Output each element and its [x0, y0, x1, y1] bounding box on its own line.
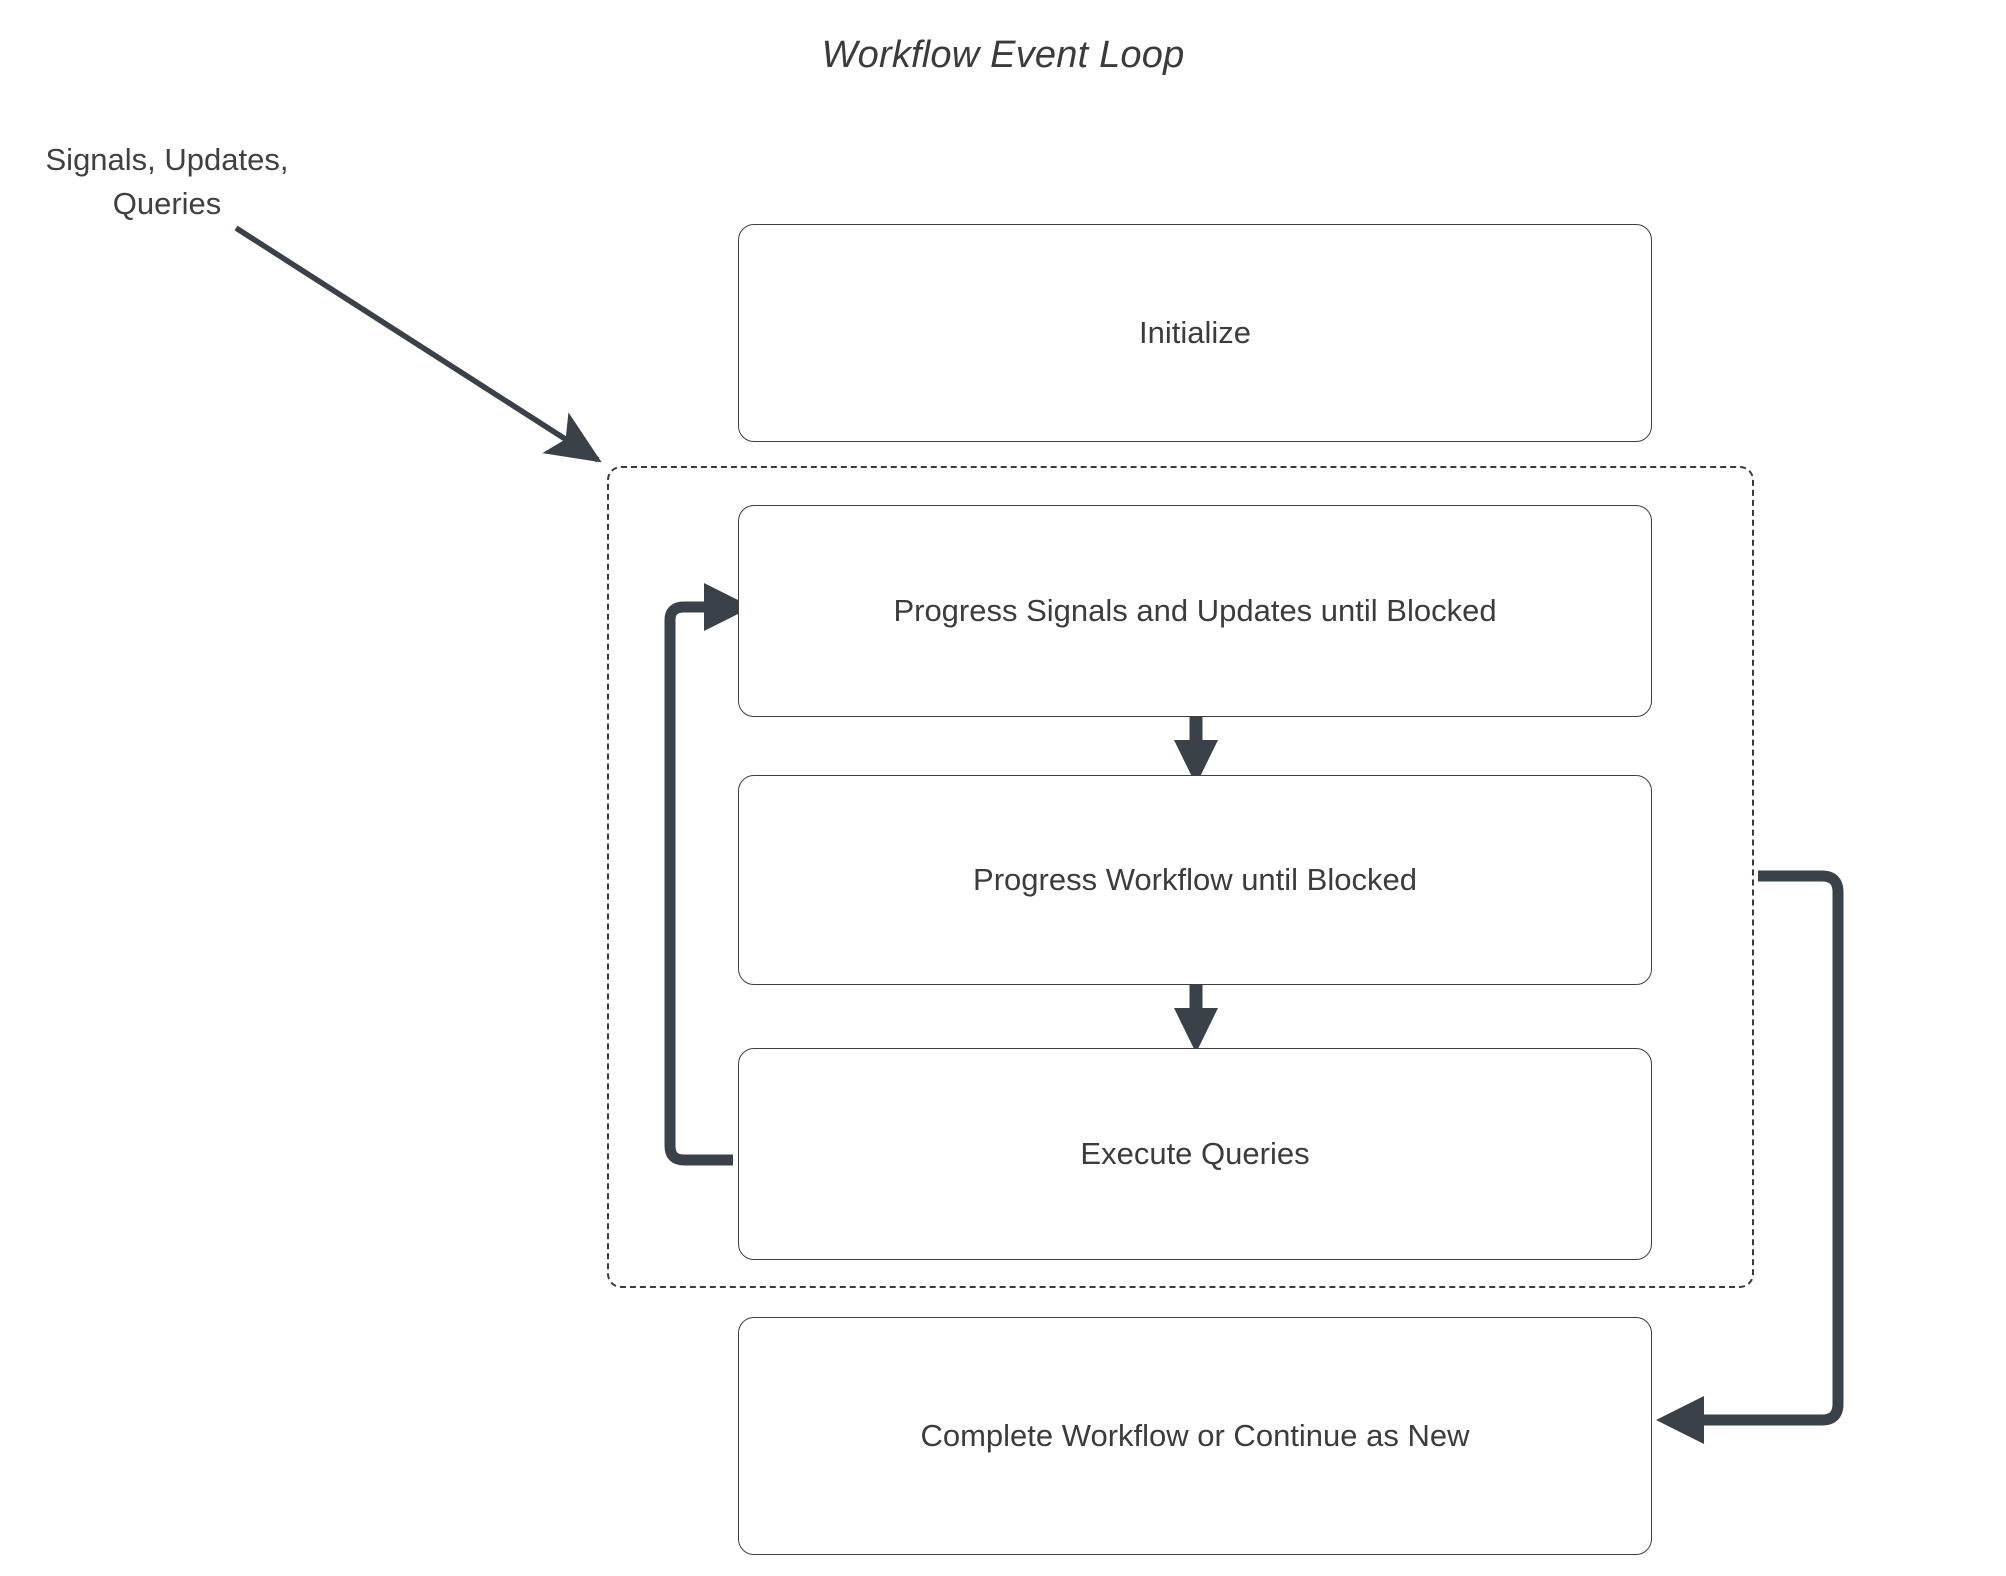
node-execute-queries-label: Execute Queries [1080, 1136, 1310, 1171]
node-progress-signals-updates[interactable]: Progress Signals and Updates until Block… [738, 505, 1652, 717]
page-title: Workflow Event Loop [821, 34, 1185, 76]
node-initialize-label: Initialize [1139, 315, 1251, 350]
node-complete-workflow[interactable]: Complete Workflow or Continue as New [738, 1317, 1652, 1555]
node-progress-signals-updates-label: Progress Signals and Updates until Block… [893, 593, 1497, 628]
node-complete-workflow-label: Complete Workflow or Continue as New [920, 1418, 1470, 1453]
external-input-label: Signals, Updates, Queries [45, 142, 289, 221]
edge-external-input-to-loop [234, 225, 602, 463]
node-progress-workflow[interactable]: Progress Workflow until Blocked [738, 775, 1652, 985]
node-execute-queries[interactable]: Execute Queries [738, 1048, 1652, 1260]
node-initialize[interactable]: Initialize [738, 224, 1652, 442]
node-progress-workflow-label: Progress Workflow until Blocked [973, 862, 1417, 897]
